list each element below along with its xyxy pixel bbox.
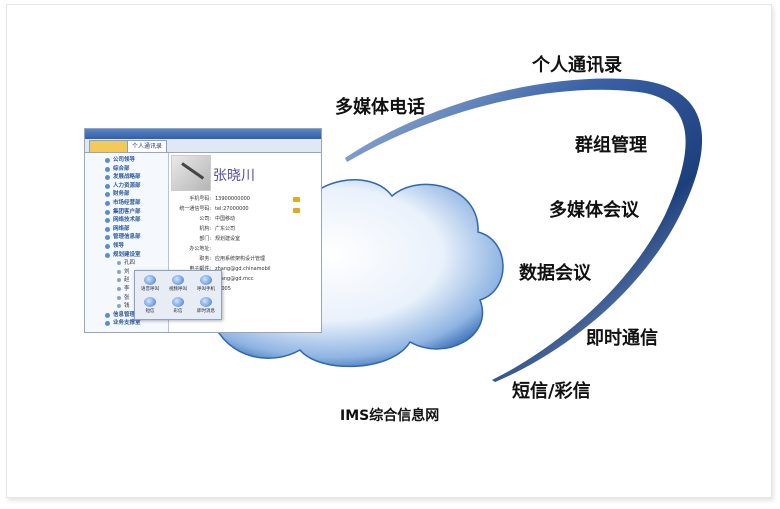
- label-group-management: 群组管理: [575, 135, 647, 156]
- mms-icon: [172, 297, 184, 307]
- tree-item[interactable]: 发展战略部: [85, 173, 168, 182]
- window-tabs: 个人通讯录: [85, 139, 321, 153]
- contact-field: 手机号码:13900000000: [189, 196, 250, 202]
- tree-item[interactable]: 规划建设室: [85, 251, 168, 260]
- contact-field: 办公地址:: [189, 246, 211, 252]
- label-personal-contacts: 个人通讯录: [532, 55, 622, 76]
- tree-item[interactable]: 领导: [85, 242, 168, 251]
- mobile-icon: [200, 275, 212, 285]
- label-data-conference: 数据会议: [519, 263, 591, 284]
- tree-subitem[interactable]: 赵: [85, 276, 168, 285]
- tree-item[interactable]: 业务支撑室: [85, 319, 168, 328]
- tree-subitem[interactable]: 李: [85, 285, 168, 294]
- label-multimedia-conference: 多媒体会议: [549, 200, 639, 221]
- label-sms-mms: 短信/彩信: [512, 381, 591, 402]
- tree-item[interactable]: 信息管理室: [85, 311, 168, 320]
- window-titlebar: [85, 129, 321, 139]
- sms-button[interactable]: 短信: [138, 296, 162, 316]
- tree-item[interactable]: 集团客户部: [85, 208, 168, 217]
- contact-field: 部门:规划建设室: [199, 236, 241, 242]
- phone-icon: [144, 275, 156, 285]
- action-icon[interactable]: [293, 197, 300, 202]
- contact-field: 公司:中国移动: [199, 216, 236, 222]
- call-action-popup: 语音呼叫 视频呼叫 呼叫手机 短信 彩信 即时消息: [134, 270, 222, 320]
- tree-subitem[interactable]: 刘: [85, 268, 168, 277]
- contact-photo: [171, 155, 211, 191]
- contact-name: 张晓川: [213, 168, 255, 184]
- chat-icon: [200, 297, 212, 307]
- tree-item[interactable]: 网络技术部: [85, 216, 168, 225]
- action-icon[interactable]: [293, 208, 300, 213]
- contact-field: 00005: [215, 286, 231, 292]
- contact-field: 机构:广东公司: [199, 226, 236, 232]
- voice-call-button[interactable]: 语音呼叫: [138, 274, 162, 294]
- org-tree: 公司领导 综合部 发展战略部 人力资源部 财务部 市场经营部 集团客户部 网络技…: [85, 153, 169, 332]
- tree-subitem[interactable]: 孔四: [85, 259, 168, 268]
- label-multimedia-phone: 多媒体电话: [335, 97, 425, 118]
- sms-icon: [144, 297, 156, 307]
- video-call-button[interactable]: 视频呼叫: [166, 274, 190, 294]
- instant-message-button[interactable]: 即时消息: [194, 296, 218, 316]
- pen-icon: [181, 162, 205, 180]
- mms-button[interactable]: 彩信: [166, 296, 190, 316]
- tab-personal-contacts[interactable]: 个人通讯录: [127, 140, 168, 152]
- contact-field: 统一通信号码:tel:27000000: [179, 206, 249, 212]
- tree-item[interactable]: 人力资源部: [85, 182, 168, 191]
- call-mobile-button[interactable]: 呼叫手机: [194, 274, 218, 294]
- contact-field: 电子邮件:zhang@gd.chinamobil: [189, 266, 271, 272]
- label-instant-messaging: 即时通信: [586, 328, 658, 349]
- contact-field: 职务:应用系统架构设计管理: [199, 256, 266, 262]
- tree-subitem[interactable]: 张: [85, 294, 168, 303]
- tree-item[interactable]: 管理信息部: [85, 233, 168, 242]
- tree-item[interactable]: 财务部: [85, 190, 168, 199]
- tree-item[interactable]: 综合部: [85, 165, 168, 174]
- tree-item[interactable]: 市场经营部: [85, 199, 168, 208]
- label-ims-network: IMS综合信息网: [340, 408, 440, 424]
- tree-subitem[interactable]: 钱: [85, 302, 168, 311]
- tree-item[interactable]: 公司领导: [85, 156, 168, 165]
- tree-item[interactable]: 网络部: [85, 225, 168, 234]
- video-icon: [172, 275, 184, 285]
